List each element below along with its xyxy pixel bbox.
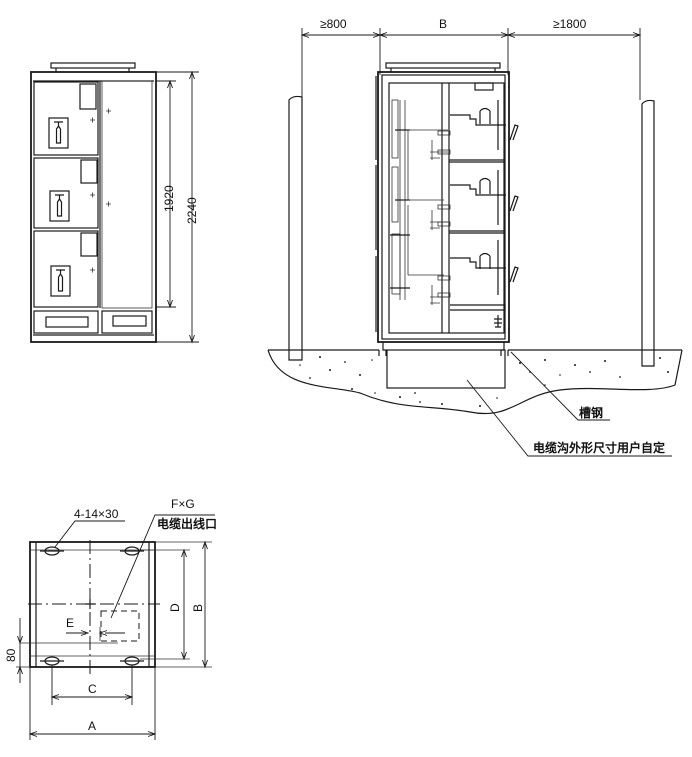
concrete-texture (299, 356, 669, 407)
vent-grille (112, 315, 147, 327)
side-section (267, 28, 683, 457)
cable-trench-leader (466, 379, 672, 457)
compartment-2 (33, 157, 99, 229)
channel-steel-leader (510, 351, 610, 421)
mounting-holes-label: 4-14×30 (74, 507, 119, 521)
cable-trench (386, 349, 506, 389)
clearance-depth: B (439, 17, 448, 31)
vent-grille (45, 316, 89, 328)
concrete-floor (267, 349, 683, 415)
withdrawable-units (449, 82, 506, 328)
outlet-leader (110, 514, 215, 619)
clearance-front: ≥1800 (553, 17, 587, 31)
dim-A: A (88, 719, 97, 733)
fastener-marks (90, 108, 111, 273)
cabinet-outline (30, 71, 157, 343)
dim-2240: 2240 (185, 197, 199, 224)
handle-icon (50, 265, 71, 297)
cable-compartment (101, 80, 153, 309)
clearance-rear: ≥800 (320, 17, 347, 31)
dim-E: E (66, 616, 75, 630)
dim-1920: 1920 (162, 185, 176, 212)
dim-C: C (88, 682, 97, 696)
front-wall (641, 99, 655, 367)
rear-wall (288, 95, 303, 361)
dim-B: B (191, 603, 205, 612)
dim-D: D (168, 603, 182, 612)
cable-trench-label: 电缆沟外形尺寸用户自定 (533, 441, 666, 455)
outlet-label: 电缆出线口 (157, 517, 218, 531)
compartment-3 (33, 230, 99, 308)
holes-leader (54, 520, 125, 548)
handle-icon (49, 190, 70, 222)
front-view (30, 62, 199, 344)
compartment-1 (33, 81, 99, 156)
cabinet-body (377, 71, 510, 343)
height-dimensions (156, 70, 199, 344)
mounting-hole-icon (40, 546, 144, 666)
dim-80: 80 (4, 648, 18, 662)
outlet-size-label: F×G (171, 497, 195, 511)
cable-outlet (100, 610, 140, 642)
channel-steel-label: 槽钢 (579, 406, 604, 420)
door-handle-icon (509, 124, 519, 283)
base-plan (16, 514, 215, 740)
handle-icon (48, 117, 69, 149)
